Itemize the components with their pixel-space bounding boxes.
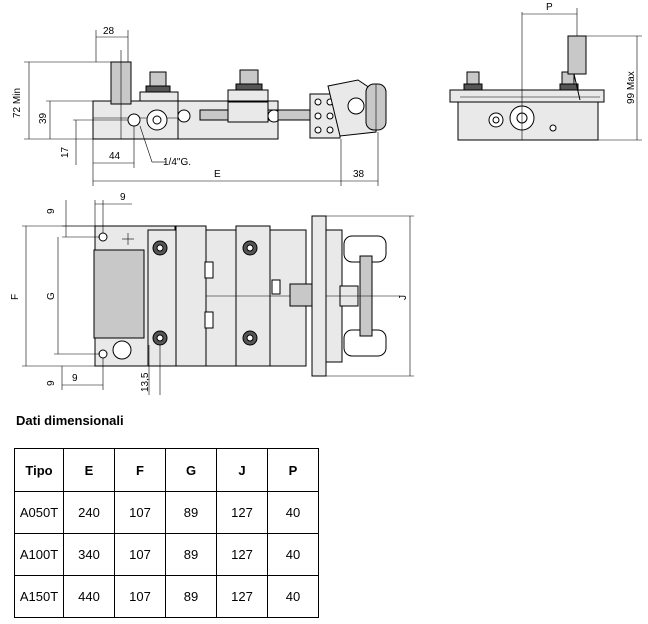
dim-17: 17 bbox=[60, 146, 71, 158]
port-circle bbox=[127, 113, 141, 127]
table-header-row: Tipo E F G J P bbox=[14, 448, 319, 492]
dimension-table: Tipo E F G J P A050T 240 107 89 127 40 A… bbox=[14, 448, 319, 618]
dim-thread: 1/4"G. bbox=[163, 157, 191, 168]
dim-13-5: 13,5 bbox=[140, 372, 151, 392]
dim-28: 28 bbox=[103, 26, 115, 37]
header-e: E bbox=[63, 448, 115, 492]
cell-j: 127 bbox=[216, 575, 268, 618]
cell-g: 89 bbox=[165, 575, 217, 618]
header-f: F bbox=[114, 448, 166, 492]
dim-9-left-bottom: 9 bbox=[46, 380, 57, 386]
table-row: A150T 440 107 89 127 40 bbox=[14, 575, 319, 618]
dim-72-min: 72 Min bbox=[12, 88, 23, 118]
dim-39: 39 bbox=[38, 112, 49, 124]
plan-view bbox=[93, 215, 400, 377]
table-title: Dati dimensionali bbox=[16, 413, 124, 428]
cell-g: 89 bbox=[165, 491, 217, 534]
header-p: P bbox=[267, 448, 319, 492]
cell-e: 340 bbox=[63, 533, 115, 576]
side-view-dimensions: 28 72 Min 39 17 44 1/4"G. E 38 bbox=[12, 26, 379, 186]
cell-e: 240 bbox=[63, 491, 115, 534]
cell-f: 107 bbox=[114, 575, 166, 618]
dim-38: 38 bbox=[353, 169, 365, 180]
cell-j: 127 bbox=[216, 533, 268, 576]
cell-p: 40 bbox=[267, 533, 319, 576]
end-view bbox=[449, 12, 605, 141]
dim-9-bottom: 9 bbox=[72, 373, 78, 384]
cell-f: 107 bbox=[114, 533, 166, 576]
end-view-dimensions: P 99 Max bbox=[522, 2, 642, 141]
side-view bbox=[92, 50, 387, 140]
cell-tipo: A150T bbox=[14, 575, 64, 618]
dim-9-top: 9 bbox=[120, 192, 126, 203]
plan-view-dimensions: 9 9 F G 9 9 13,5 J bbox=[10, 192, 414, 395]
cell-tipo: A100T bbox=[14, 533, 64, 576]
cell-tipo: A050T bbox=[14, 491, 64, 534]
dim-9-left-top: 9 bbox=[46, 208, 57, 214]
cell-g: 89 bbox=[165, 533, 217, 576]
cell-p: 40 bbox=[267, 491, 319, 534]
header-g: G bbox=[165, 448, 217, 492]
dim-f: F bbox=[10, 294, 21, 300]
dim-99-max: 99 Max bbox=[626, 71, 637, 104]
header-j: J bbox=[216, 448, 268, 492]
dim-j: J bbox=[398, 295, 409, 300]
technical-drawing: 28 72 Min 39 17 44 1/4"G. E 38 bbox=[10, 2, 642, 395]
table-row: A050T 240 107 89 127 40 bbox=[14, 491, 319, 534]
cell-p: 40 bbox=[267, 575, 319, 618]
dim-e: E bbox=[214, 169, 221, 180]
cell-e: 440 bbox=[63, 575, 115, 618]
dim-p: P bbox=[546, 2, 553, 13]
dim-g: G bbox=[46, 292, 57, 300]
cell-j: 127 bbox=[216, 491, 268, 534]
cell-f: 107 bbox=[114, 491, 166, 534]
dim-44: 44 bbox=[109, 151, 121, 162]
table-row: A100T 340 107 89 127 40 bbox=[14, 533, 319, 576]
header-tipo: Tipo bbox=[14, 448, 64, 492]
